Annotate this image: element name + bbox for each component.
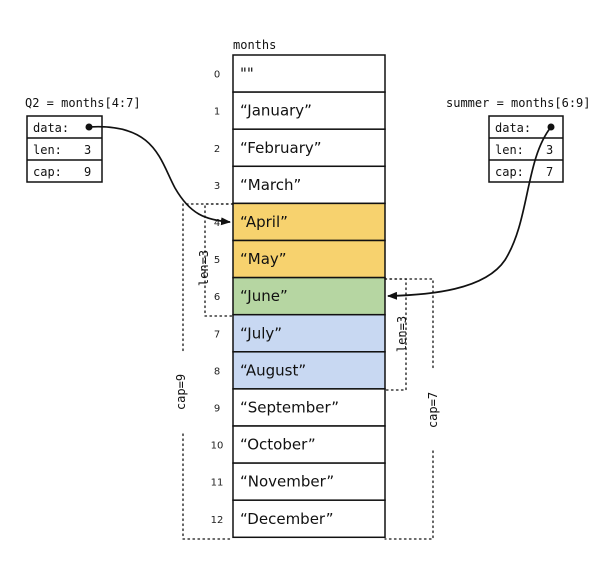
array-cell-box [232, 462, 386, 501]
array-index: 5 [214, 255, 220, 266]
array-cell-value: “January” [240, 102, 312, 120]
array-cell-box [232, 54, 386, 93]
array-cell-box [232, 425, 386, 464]
q2-data-label: data: [33, 121, 69, 135]
array-index: 8 [214, 366, 220, 377]
months-array: 0 "" 1 “January” 2 “February” 3 “March” 4 “April”… [211, 54, 386, 539]
array-cell: 4 “April” [214, 202, 386, 242]
array-index: 4 [214, 218, 220, 229]
q2-slice: Q2 = months[4:7] data: len: 3 cap: 9 len… [25, 96, 234, 540]
array-cell-value: “September” [240, 399, 339, 417]
array-cell: 6 “June” [214, 276, 386, 316]
array-cell-box [232, 499, 386, 539]
summer-len-bracket-label: len=3 [395, 316, 409, 352]
array-index: 0 [214, 70, 220, 81]
array-cell: 9 “September” [214, 388, 386, 427]
array-index: 7 [214, 329, 220, 340]
array-label: months [233, 38, 276, 52]
array-cell: 3 “March” [214, 165, 386, 205]
array-index: 11 [211, 478, 224, 489]
array-cell: 5 “May” [214, 239, 386, 279]
summer-cap-bracket [384, 278, 434, 540]
array-cell-value: “December” [240, 510, 334, 528]
summer-cap-value: 7 [546, 165, 553, 179]
array-index: 9 [214, 404, 220, 415]
summer-slice: summer = months[6:9] data: len: 3 cap: 7… [384, 96, 591, 540]
q2-cap-value: 9 [84, 165, 91, 179]
array-index: 3 [214, 181, 220, 192]
summer-len-value: 3 [546, 143, 553, 157]
q2-len-bracket-label: len=3 [197, 250, 211, 286]
array-cell-value: “March” [240, 176, 301, 194]
array-cell-value: “February” [240, 139, 322, 157]
array-cell-value: “July” [240, 324, 282, 342]
summer-cap-label-bg [423, 370, 443, 450]
array-index: 1 [214, 107, 220, 118]
array-cell: 7 “July” [214, 313, 386, 353]
q2-data-pointer-arrow [88, 125, 231, 226]
array-index: 2 [214, 144, 220, 155]
array-cell-box [232, 202, 386, 242]
array-index: 10 [211, 441, 224, 452]
array-cell-value: “August” [240, 361, 306, 379]
array-index: 6 [214, 292, 220, 303]
summer-data-pointer-arrow [387, 126, 552, 300]
array-cell-value: “June” [240, 287, 288, 305]
summer-cap-bracket-label: cap=7 [426, 392, 440, 428]
q2-len-value: 3 [84, 143, 91, 157]
array-cell: 1 “January” [214, 91, 386, 130]
array-cell: 0 "" [214, 54, 386, 93]
summer-len-label: len: [495, 143, 524, 157]
summer-data-label: data: [495, 121, 531, 135]
array-index: 12 [211, 515, 224, 526]
q2-len-label: len: [33, 143, 62, 157]
array-cell: 2 “February” [214, 128, 386, 168]
array-cell-value: “October” [240, 436, 316, 454]
array-cell: 8 “August” [214, 351, 386, 390]
array-cell-value: “May” [240, 250, 287, 268]
array-cell-value: "" [240, 65, 254, 83]
array-cell-box [232, 91, 386, 130]
array-cell: 10 “October” [211, 425, 386, 464]
array-cell-value: “April” [240, 213, 288, 231]
array-cell: 11 “November” [211, 462, 386, 501]
q2-cap-label-bg [172, 352, 192, 432]
q2-cap-bracket-label: cap=9 [174, 374, 188, 410]
q2-title: Q2 = months[4:7] [25, 96, 141, 110]
array-cell-box [232, 388, 386, 427]
array-cell-box [232, 128, 386, 168]
q2-cap-bracket [182, 203, 234, 540]
summer-cap-label: cap: [495, 165, 524, 179]
array-cell-value: “November” [240, 473, 334, 491]
array-cell: 12 “December” [211, 499, 386, 539]
q2-cap-label: cap: [33, 165, 62, 179]
summer-title: summer = months[6:9] [446, 96, 591, 110]
